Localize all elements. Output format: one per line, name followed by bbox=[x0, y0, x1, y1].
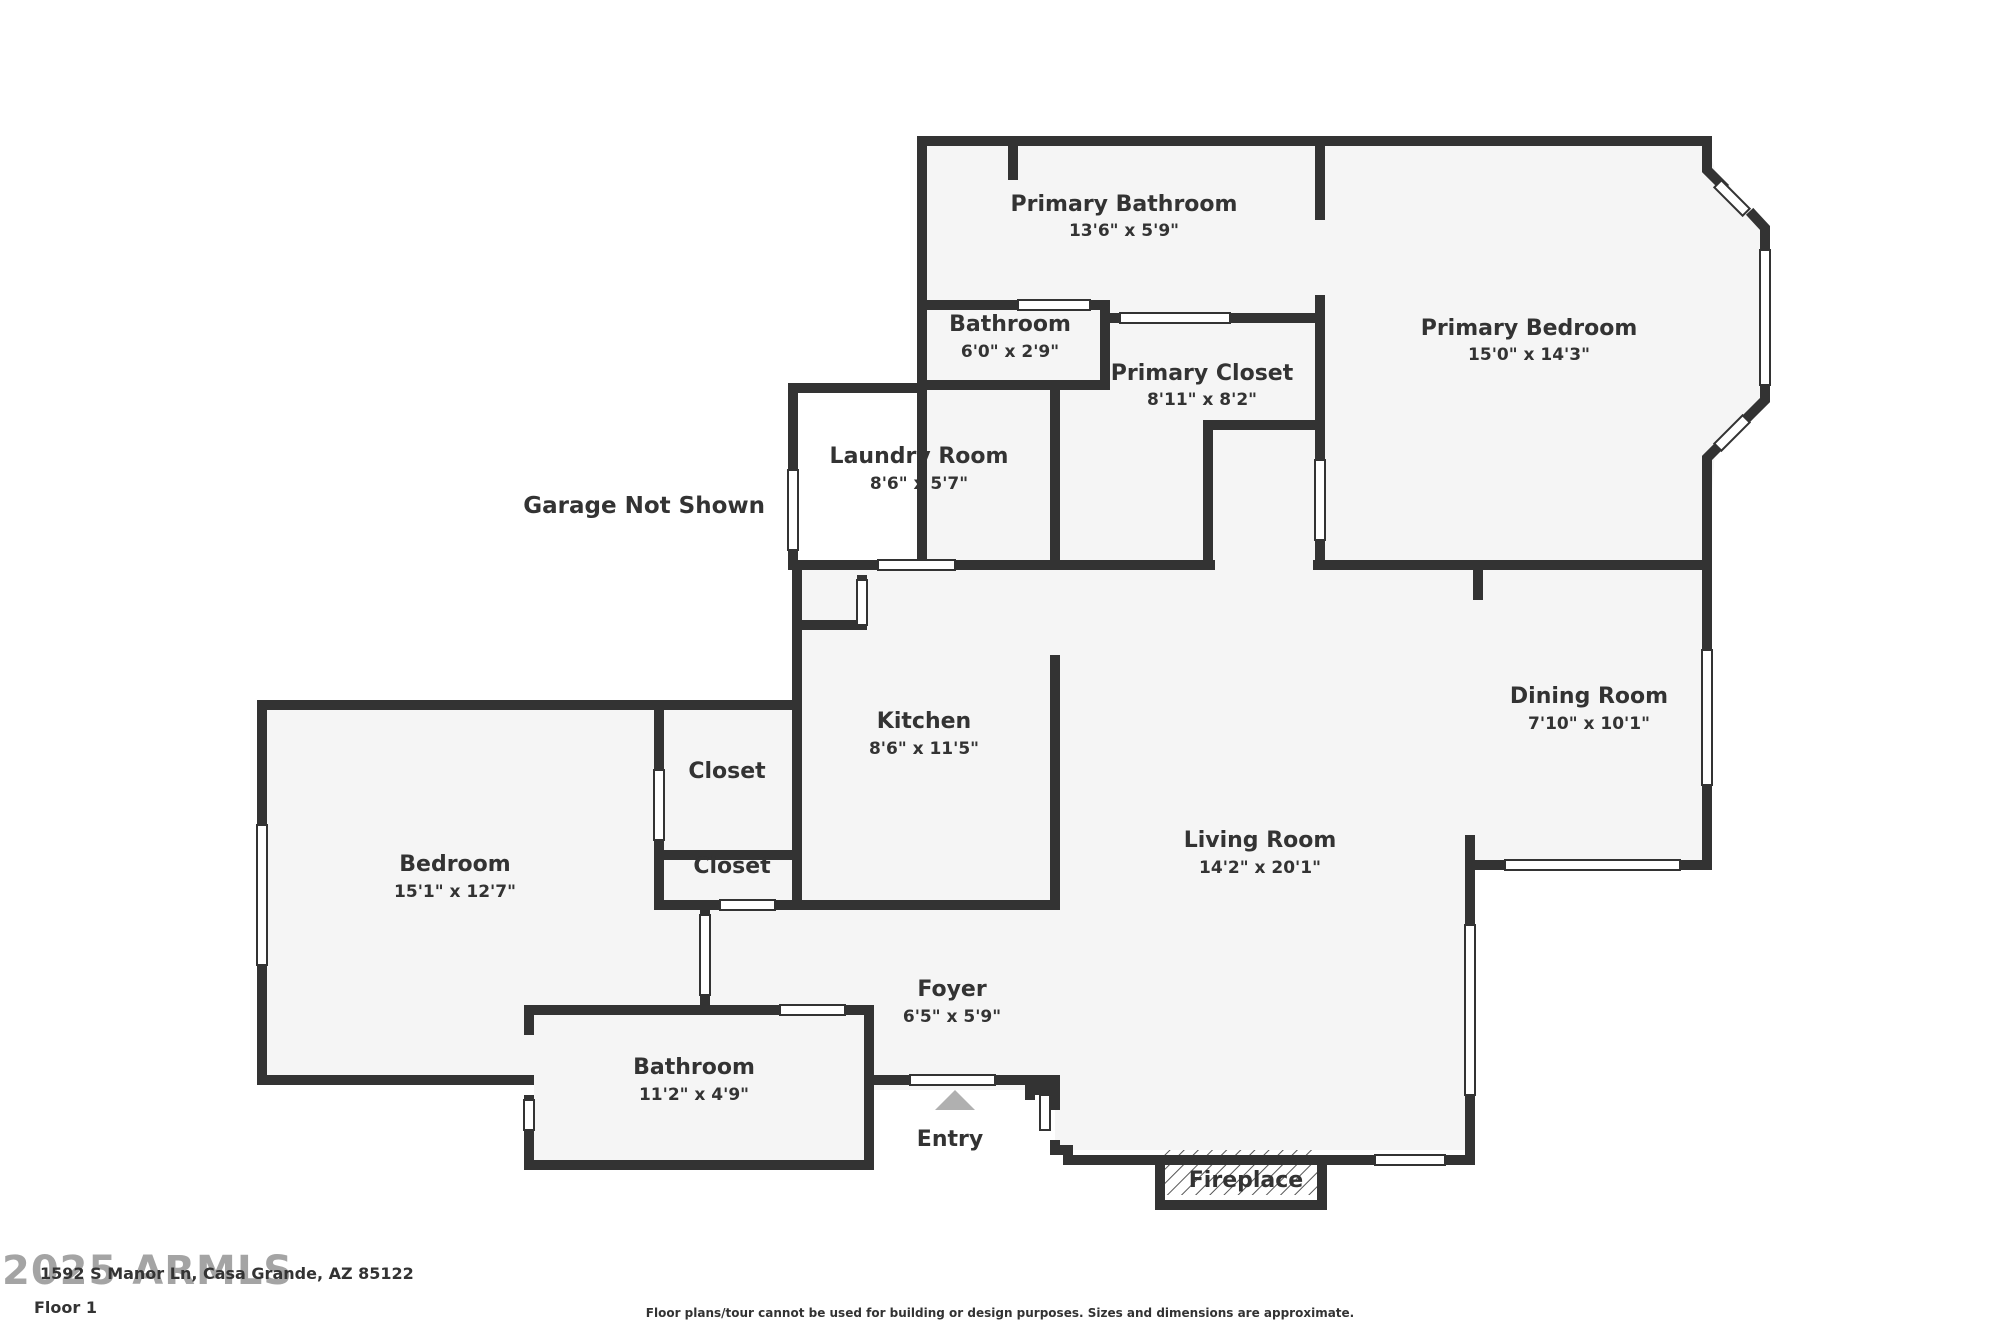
room-dims-bathroom-lower: 11'2" x 4'9" bbox=[639, 1085, 749, 1105]
wall-closets bbox=[654, 700, 802, 1015]
room-dims-bedroom: 15'1" x 12'7" bbox=[394, 882, 516, 902]
entry-arrow-icon bbox=[935, 1090, 975, 1110]
window-foyer bbox=[1039, 1094, 1051, 1131]
wall-foyer-south bbox=[864, 1075, 1060, 1095]
garage-not-shown-label: Garage Not Shown bbox=[523, 493, 765, 519]
room-name-living-room: Living Room bbox=[1184, 828, 1337, 853]
room-dims-foyer: 6'5" x 5'9" bbox=[903, 1007, 1001, 1027]
floor-label: Floor 1 bbox=[34, 1298, 97, 1317]
window-laundry bbox=[787, 469, 799, 551]
window-lower-bath bbox=[779, 1004, 846, 1016]
windows bbox=[256, 178, 1771, 1166]
room-name-closet-upper: Closet bbox=[688, 759, 766, 784]
primary-wing-floor bbox=[922, 141, 1765, 565]
window-closet-upper bbox=[653, 769, 665, 841]
room-name-primary-bedroom: Primary Bedroom bbox=[1421, 316, 1638, 341]
room-name-bathroom-lower: Bathroom bbox=[633, 1055, 755, 1080]
window-dining-south bbox=[1504, 859, 1681, 871]
wall-living-east bbox=[1025, 835, 1475, 1165]
walls bbox=[257, 136, 1770, 1210]
watermark: 2025 ARMLS bbox=[2, 1248, 294, 1294]
wall-small-bath bbox=[917, 300, 1325, 390]
wall-lower-bath bbox=[524, 1005, 874, 1170]
room-name-dining-room: Dining Room bbox=[1510, 684, 1668, 709]
room-name-kitchen: Kitchen bbox=[877, 709, 971, 734]
property-address: 1592 S Manor Ln, Casa Grande, AZ 85122 bbox=[40, 1264, 414, 1283]
window-lower-bath-side bbox=[523, 1099, 535, 1131]
room-dims-laundry-room: 8'6" x 5'7" bbox=[870, 474, 968, 494]
window-primary-1 bbox=[1712, 178, 1752, 218]
window-primary-2 bbox=[1759, 249, 1771, 386]
wall-primary-outer bbox=[917, 136, 1770, 570]
window-wing-side bbox=[1314, 459, 1326, 541]
window-closet bbox=[1119, 312, 1231, 324]
window-living-south bbox=[1374, 1154, 1446, 1166]
room-name-bathroom-small: Bathroom bbox=[949, 312, 1071, 337]
room-name-primary-closet: Primary Closet bbox=[1111, 361, 1294, 386]
window-primary-3 bbox=[1712, 413, 1752, 453]
window-hall bbox=[699, 914, 711, 996]
window-small-bath bbox=[1017, 299, 1091, 311]
room-floors bbox=[262, 141, 1765, 1195]
room-name-primary-bathroom: Primary Bathroom bbox=[1011, 192, 1238, 217]
room-dims-bathroom-small: 6'0" x 2'9" bbox=[961, 342, 1059, 362]
room-dims-primary-closet: 8'11" x 8'2" bbox=[1147, 390, 1257, 410]
room-dims-dining-room: 7'10" x 10'1" bbox=[1528, 714, 1650, 734]
room-dims-primary-bedroom: 15'0" x 14'3" bbox=[1468, 345, 1590, 365]
fireplace-box bbox=[1155, 1155, 1327, 1210]
wall-bedroom bbox=[257, 620, 802, 1085]
room-dims-primary-bathroom: 13'6" x 5'9" bbox=[1069, 221, 1179, 241]
window-dining bbox=[1701, 649, 1713, 786]
window-living-east bbox=[1464, 924, 1476, 1096]
room-name-bedroom: Bedroom bbox=[399, 852, 510, 877]
room-dims-living-room: 14'2" x 20'1" bbox=[1199, 858, 1321, 878]
window-laundry-2 bbox=[877, 559, 956, 571]
window-bedroom bbox=[256, 824, 268, 966]
window-entry bbox=[909, 1074, 996, 1086]
disclaimer: Floor plans/tour cannot be used for buil… bbox=[645, 1306, 1355, 1320]
room-name-foyer: Foyer bbox=[917, 977, 987, 1002]
room-labels: Primary Bathroom 13'6" x 5'9" Primary Be… bbox=[394, 192, 1668, 1193]
room-name-closet-lower: Closet bbox=[693, 854, 771, 879]
window-closet-door bbox=[719, 899, 776, 911]
window-closet-box bbox=[856, 579, 868, 626]
entry-label: Entry bbox=[917, 1127, 983, 1152]
fireplace-label: Fireplace bbox=[1189, 1168, 1303, 1193]
room-dims-kitchen: 8'6" x 11'5" bbox=[869, 739, 979, 759]
room-name-laundry-room: Laundry Room bbox=[830, 444, 1009, 469]
